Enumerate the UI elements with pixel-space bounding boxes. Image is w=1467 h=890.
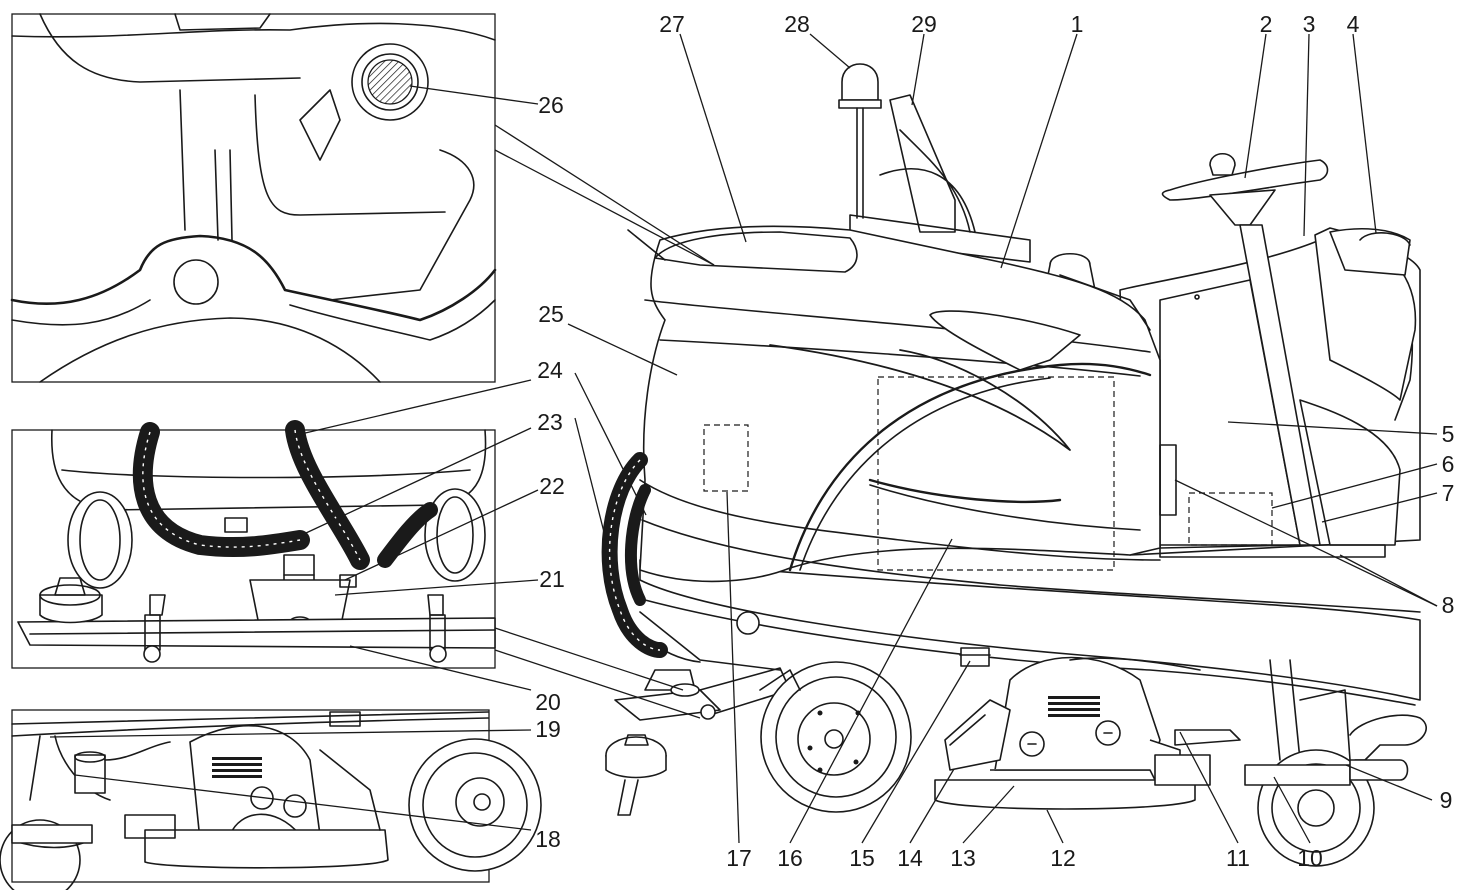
callout-6: 6 (1442, 451, 1455, 477)
leader-lines (49, 33, 1438, 844)
inset-tank-filter (10, 13, 497, 383)
callout-2: 2 (1260, 11, 1273, 37)
callout-22: 22 (539, 473, 565, 499)
callout-7: 7 (1442, 480, 1455, 506)
callout-1: 1 (1071, 11, 1084, 37)
callout-14: 14 (897, 845, 923, 871)
main-machine (601, 63, 1427, 867)
callout-21: 21 (539, 566, 565, 592)
callout-5: 5 (1442, 421, 1455, 447)
callout-25: 25 (538, 301, 564, 327)
inset-brush-deck (0, 709, 542, 890)
callout-19: 19 (535, 716, 561, 742)
callout-10: 10 (1297, 845, 1323, 871)
callout-23: 23 (537, 409, 563, 435)
callout-numbers: 1 2 3 4 5 6 7 8 9 10 11 12 13 14 15 16 1… (535, 11, 1454, 871)
callout-27: 27 (659, 11, 685, 37)
callout-12: 12 (1050, 845, 1076, 871)
callout-13: 13 (950, 845, 976, 871)
inset-squeegee (11, 420, 496, 669)
callout-17: 17 (726, 845, 752, 871)
callout-28: 28 (784, 11, 810, 37)
callout-3: 3 (1303, 11, 1316, 37)
callout-29: 29 (911, 11, 937, 37)
callout-16: 16 (777, 845, 803, 871)
callout-11: 11 (1226, 845, 1250, 871)
callout-24: 24 (537, 357, 563, 383)
callout-8: 8 (1442, 592, 1455, 618)
callout-18: 18 (535, 826, 561, 852)
callout-9: 9 (1440, 787, 1453, 813)
callout-15: 15 (849, 845, 875, 871)
callout-26: 26 (538, 92, 564, 118)
callout-20: 20 (535, 689, 561, 715)
callout-4: 4 (1347, 11, 1360, 37)
